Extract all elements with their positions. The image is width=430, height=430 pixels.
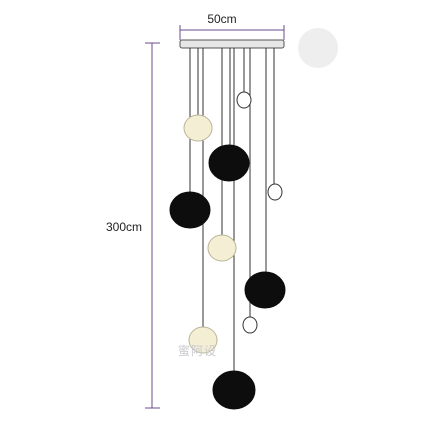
width-dimension <box>179 25 285 40</box>
watermark: 蜜阿设 <box>178 344 218 358</box>
width-label: 50cm <box>207 12 237 26</box>
pendant-shades <box>169 91 286 410</box>
pendant-shade-white-2 <box>267 183 283 201</box>
pendant-shade-dark-3 <box>244 271 286 309</box>
pendant-shade-white-3 <box>242 316 258 334</box>
pendant-shade-frosted-2 <box>207 234 237 262</box>
color-swatch <box>298 28 338 68</box>
pendant-shade-frosted-1 <box>183 114 213 142</box>
ceiling-canopy <box>179 39 285 49</box>
pendant-shade-dark-2 <box>169 191 211 229</box>
pendant-shade-dark-1 <box>208 144 250 182</box>
pendant-shade-frosted-3 <box>188 326 218 354</box>
height-dimension <box>145 42 160 409</box>
pendant-shade-white-1 <box>236 91 252 109</box>
pendant-shade-dark-4 <box>212 370 256 410</box>
height-label: 300cm <box>106 220 143 234</box>
suspension-wires <box>189 48 275 372</box>
